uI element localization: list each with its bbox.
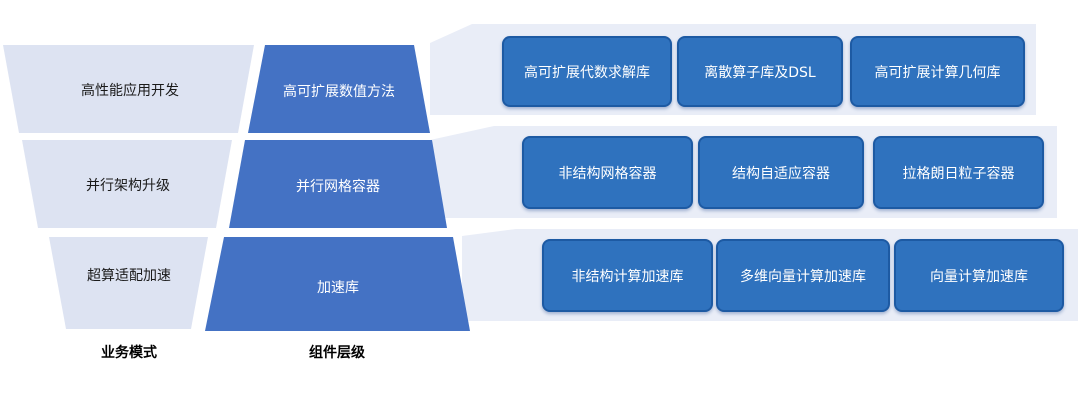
component-level-caption: 组件层级 [309, 344, 366, 361]
business-mode-label-2: 并行架构升级 [86, 178, 170, 194]
component-level-shape-1 [248, 45, 430, 133]
component-box-3-3[interactable]: 向量计算加速库 [894, 239, 1064, 312]
component-box-1-3[interactable]: 高可扩展计算几何库 [850, 36, 1025, 107]
component-level-shape-3 [205, 237, 470, 331]
business-mode-label-3: 超算适配加速 [87, 268, 171, 284]
component-box-2-2[interactable]: 结构自适应容器 [698, 136, 864, 209]
component-box-3-1[interactable]: 非结构计算加速库 [542, 239, 713, 312]
business-mode-shape-1 [3, 45, 254, 133]
component-box-2-3[interactable]: 拉格朗日粒子容器 [873, 136, 1044, 209]
component-level-shape-2 [229, 140, 447, 228]
business-mode-caption: 业务模式 [101, 344, 157, 361]
component-box-1-1[interactable]: 高可扩展代数求解库 [502, 36, 672, 107]
component-box-3-2[interactable]: 多维向量计算加速库 [716, 239, 890, 312]
business-mode-shape-2 [22, 140, 232, 228]
component-level-label-1: 高可扩展数值方法 [283, 83, 395, 100]
component-box-2-1[interactable]: 非结构网格容器 [522, 136, 693, 209]
component-level-label-3: 加速库 [317, 280, 359, 296]
component-box-1-2[interactable]: 离散算子库及DSL [677, 36, 843, 107]
business-mode-shape-3 [49, 237, 208, 329]
business-mode-label-1: 高性能应用开发 [81, 82, 179, 99]
component-level-label-2: 并行网格容器 [296, 178, 380, 195]
